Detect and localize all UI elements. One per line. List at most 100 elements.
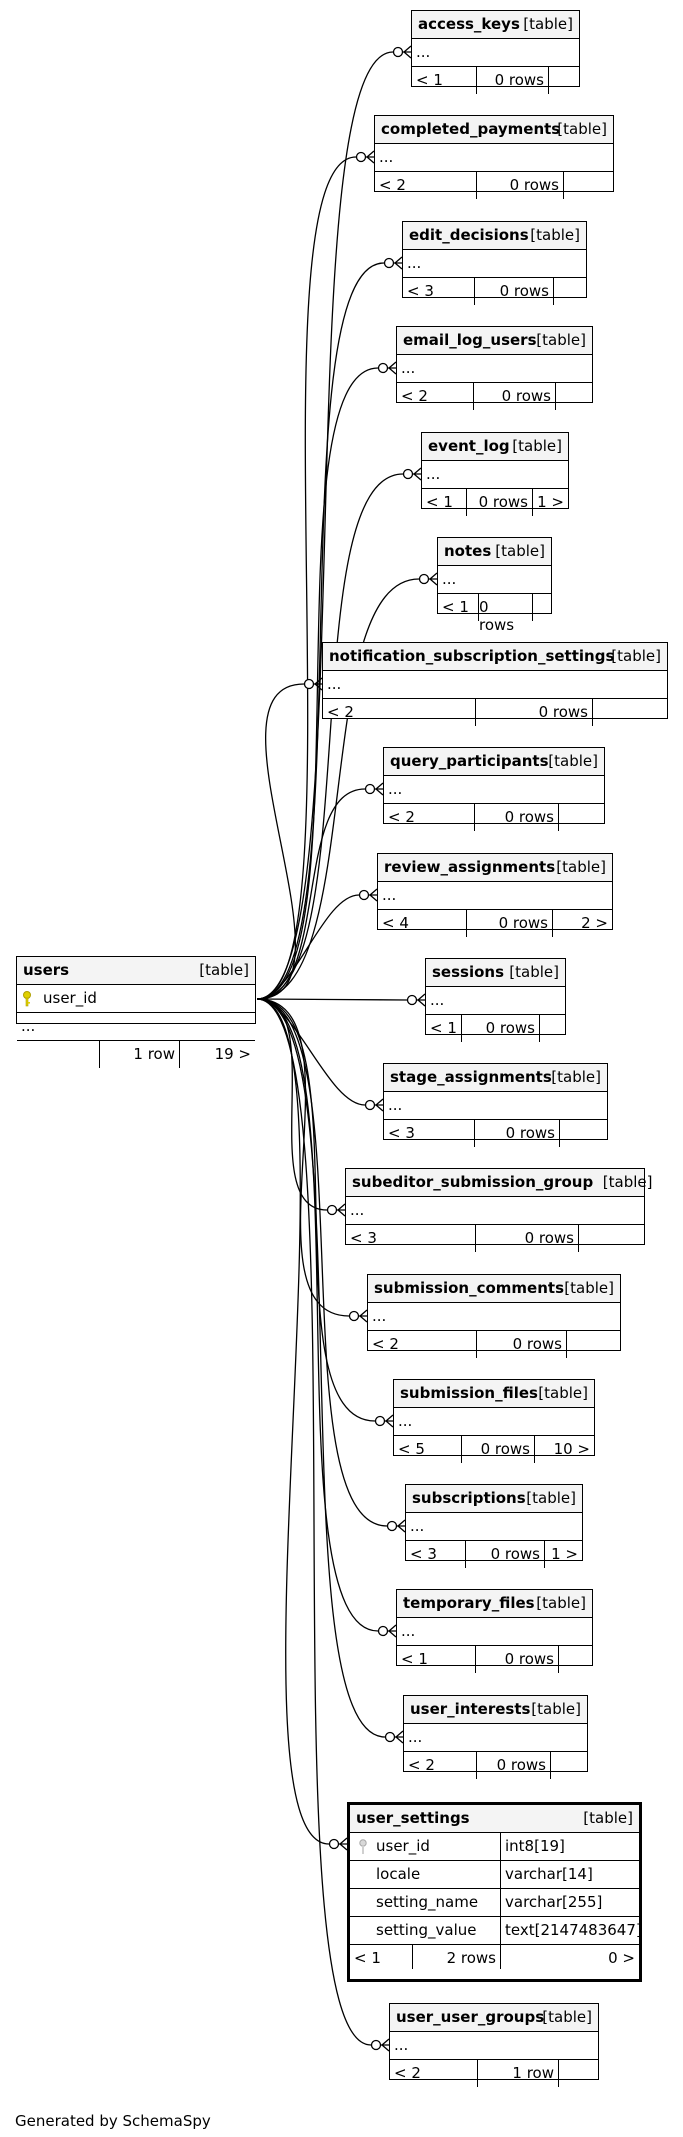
row-count: 0 rows — [504, 1650, 554, 1668]
table-subscriptions[interactable]: subscriptions[table]... < 3 0 rows 1 > — [405, 1484, 583, 1568]
crows-foot-marker — [403, 45, 412, 59]
table-user-settings[interactable]: user_settings [table] user_id int8[19] l… — [347, 1802, 642, 1982]
crows-foot-marker — [397, 1519, 406, 1533]
relationship-line — [256, 998, 396, 1632]
column-row-user-id[interactable]: user_id — [17, 985, 255, 1013]
ellipsis-row: ... — [404, 1724, 587, 1752]
table-users[interactable]: users [table] user_id ... 1 row 19 > — [16, 956, 256, 1068]
children-count[interactable]: 1 > — [551, 1545, 578, 1563]
table-name: query_participants — [390, 752, 549, 770]
parents-count[interactable]: < 2 — [394, 2064, 421, 2082]
table-tag: [table] — [557, 120, 607, 138]
column-row-locale[interactable]: locale varchar[14] — [350, 1861, 639, 1889]
table-tag: [table] — [542, 2008, 592, 2026]
parents-count[interactable]: < 3 — [407, 282, 434, 300]
table-header: user_interests[table] — [404, 1696, 587, 1724]
parents-count[interactable]: < 1 — [401, 1650, 428, 1668]
parents-count[interactable]: < 3 — [410, 1545, 437, 1563]
table-header: query_participants[table] — [384, 748, 604, 776]
parents-count[interactable]: < 2 — [372, 1335, 399, 1353]
parents-count[interactable]: < 2 — [388, 808, 415, 826]
table-footer: < 1 0 rows — [397, 1646, 592, 1673]
column-name: locale — [376, 1865, 421, 1883]
parents-count[interactable]: < 1 — [442, 598, 469, 616]
children-count[interactable]: 10 > — [553, 1440, 590, 1458]
table-tag: [table] — [199, 961, 249, 979]
crows-foot-marker — [366, 150, 375, 164]
column-row-setting-name[interactable]: setting_name varchar[255] — [350, 1889, 639, 1917]
relationship-line — [256, 894, 377, 1000]
table-name: submission_files — [400, 1384, 538, 1402]
table-footer: < 1 2 rows 0 > — [350, 1945, 639, 1969]
children-count[interactable]: 2 > — [581, 914, 608, 932]
optional-marker — [406, 994, 418, 1006]
ellipsis-row: ... — [403, 250, 586, 278]
column-row-setting-value[interactable]: setting_value text[2147483647] — [350, 1917, 642, 1945]
table-header: review_assignments[table] — [378, 854, 612, 882]
row-count: 0 rows — [490, 1545, 540, 1563]
parents-count[interactable]: < 2 — [379, 176, 406, 194]
ellipsis-row: ... — [17, 1013, 255, 1041]
table-notification-subscription-settings[interactable]: notification_subscription_settings[table… — [322, 642, 668, 726]
parents-count[interactable]: < 3 — [350, 1229, 377, 1247]
table-subeditor-submission-group[interactable]: subeditor_submission_group [table]...< 3… — [345, 1168, 652, 1252]
column-name: setting_name — [376, 1893, 479, 1911]
table-header: edit_decisions[table] — [403, 222, 586, 250]
table-header: subscriptions[table] — [406, 1485, 582, 1513]
crows-foot-marker — [314, 677, 323, 691]
table-tag: [table] — [536, 331, 586, 349]
parents-count[interactable]: < 1 — [426, 493, 453, 511]
parents-count[interactable]: < 5 — [398, 1440, 425, 1458]
row-count: 0 rows — [504, 808, 554, 826]
ellipsis-text: ... — [398, 1412, 413, 1430]
ellipsis-row: ... — [397, 355, 592, 383]
table-name: user_user_groups — [396, 2008, 545, 2026]
row-count: 0 rows — [494, 71, 544, 89]
ellipsis-row: ... — [406, 1513, 582, 1541]
column-name: setting_value — [376, 1921, 477, 1939]
row-count: 0 rows — [505, 1124, 555, 1142]
table-header: access_keys[table] — [412, 11, 579, 39]
ellipsis-text: ... — [350, 1201, 365, 1219]
table-header: users [table] — [17, 957, 255, 985]
column-row-user-id[interactable]: user_id int8[19] — [350, 1833, 639, 1861]
table-name: email_log_users — [403, 331, 537, 349]
table-name: stage_assignments — [390, 1068, 552, 1086]
parents-count[interactable]: < 1 — [416, 71, 443, 89]
parents-count[interactable]: < 2 — [401, 387, 428, 405]
children-count[interactable]: 1 > — [537, 493, 564, 511]
parents-count[interactable]: < 4 — [382, 914, 409, 932]
table-header: email_log_users[table] — [397, 327, 592, 355]
children-count[interactable]: 19 > — [214, 1045, 251, 1063]
parents-count[interactable]: < 1 — [354, 1949, 381, 1967]
table-name: review_assignments — [384, 858, 556, 876]
parents-count[interactable]: < 2 — [408, 1756, 435, 1774]
table-tag: [table] — [611, 647, 661, 665]
parents-count[interactable]: < 1 — [430, 1019, 457, 1037]
parents-count[interactable]: < 2 — [327, 703, 354, 721]
ellipsis-text: ... — [394, 2036, 409, 2054]
ellipsis-row: ... — [426, 987, 565, 1015]
key-icon — [359, 1839, 367, 1854]
children-count[interactable]: 0 > — [608, 1949, 635, 1967]
parents-count[interactable]: < 3 — [388, 1124, 415, 1142]
